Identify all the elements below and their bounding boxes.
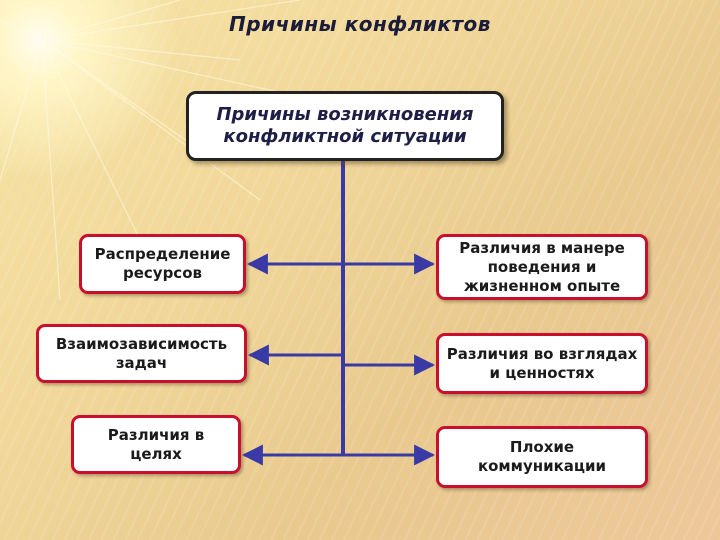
central-cause-label: Причины возникновения конфликтной ситуац… [216,104,474,147]
cause-label-right-1: Различия в манере поведения и жизненном … [459,238,625,295]
cause-box-right-3: Плохие коммуникации [436,426,648,488]
slide-title: Причины конфликтов [229,12,491,36]
cause-box-left-3: Различия в целях [71,415,241,474]
cause-box-right-1: Различия в манере поведения и жизненном … [436,234,648,300]
cause-box-left-1: Распределение ресурсов [79,234,246,294]
cause-label-right-2: Различия во взглядах и ценностях [446,344,638,382]
cause-label-right-3: Плохие коммуникации [477,438,607,475]
cause-label-left-3: Различия в целях [107,425,205,463]
cause-box-left-2: Взаимозависимость задач [36,324,247,383]
central-cause-box: Причины возникновения конфликтной ситуац… [186,91,504,161]
cause-label-left-1: Распределение ресурсов [94,245,231,282]
cause-label-left-2: Взаимозависимость задач [55,334,228,372]
cause-box-right-2: Различия во взглядах и ценностях [436,333,648,394]
